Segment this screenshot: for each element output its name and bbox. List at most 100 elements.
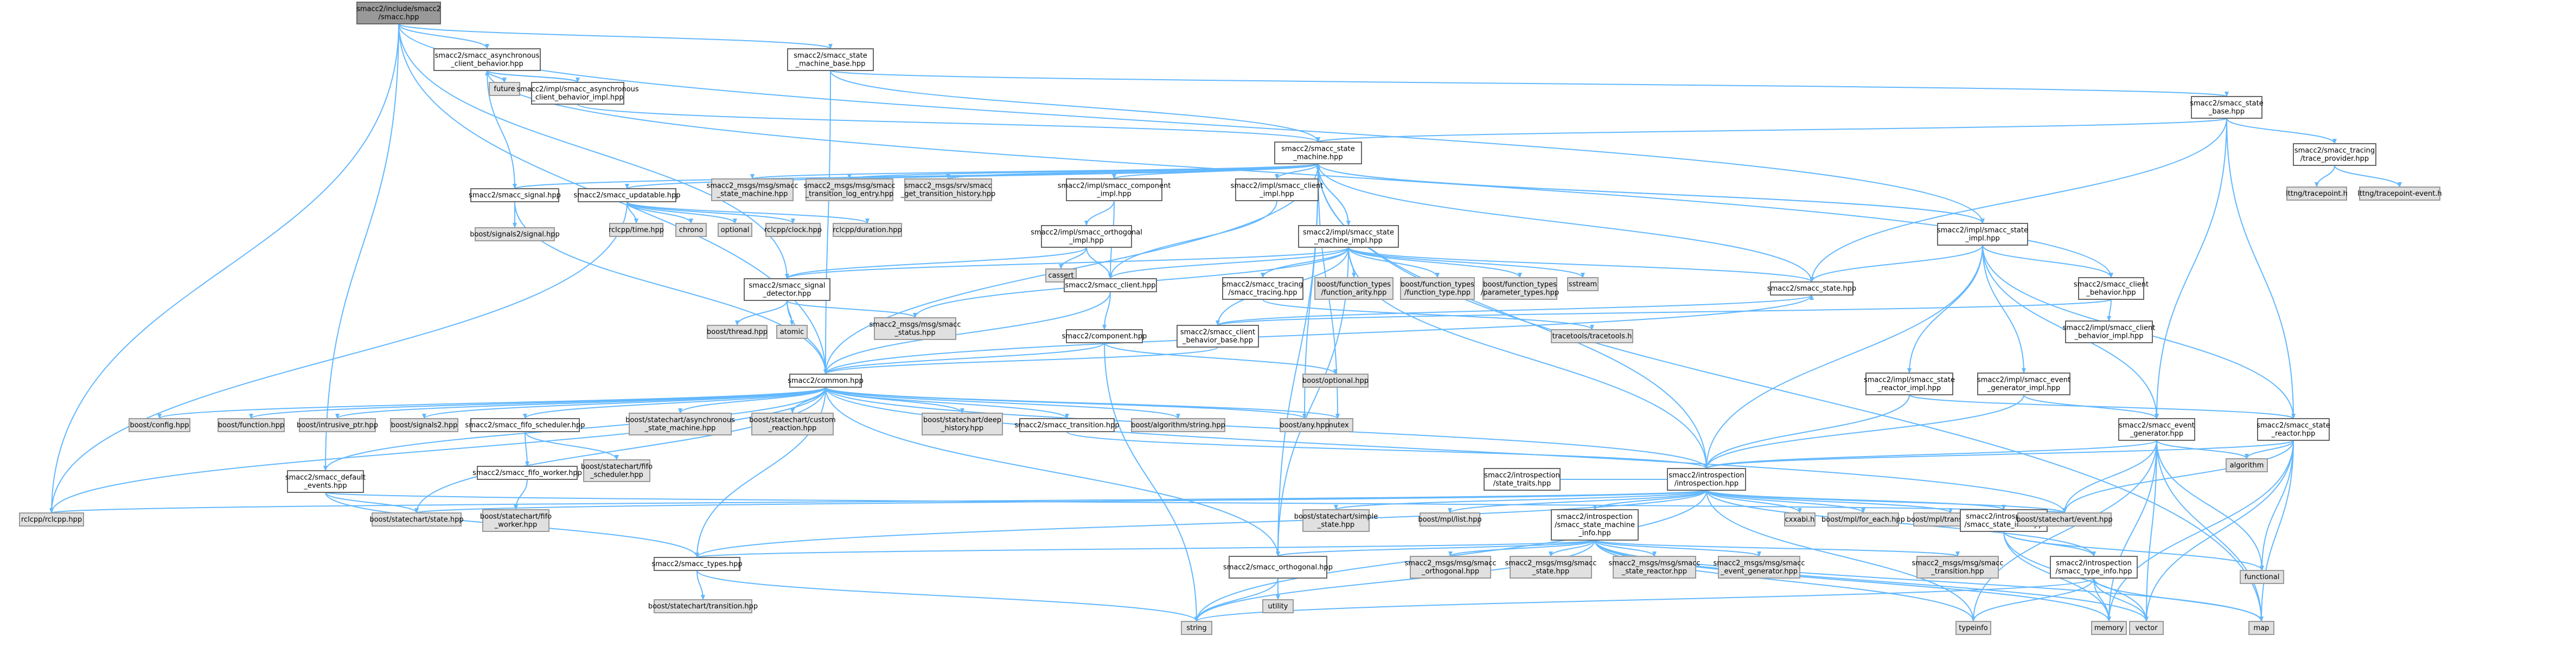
node-introspection[interactable]: smacc2/introspection/introspection.hpp [1667,468,1746,491]
node-label-state_reactor-0: smacc2/smacc_state [2257,422,2330,430]
edge-event_gen-to-typeinfo [1971,440,2157,622]
node-label-tracing-0: smacc2/smacc_tracing [2294,147,2375,155]
edge-common-to-mutex [825,387,1340,419]
node-eg_impl[interactable]: smacc2/impl/smacc_event_generator_impl.h… [1977,373,2070,395]
node-sr_impl[interactable]: smacc2/impl/smacc_state_reactor_impl.hpp [1864,373,1955,395]
node-box-boost_function [218,418,285,432]
node-label-sm_impl-0: smacc2/impl/smacc_state [1303,229,1394,237]
node-tracing[interactable]: smacc2/smacc_tracing/trace_provider.hpp [2293,143,2376,166]
node-label-map-0: map [2254,624,2270,632]
node-sig_detector[interactable]: smacc2/smacc_signal_detector.hpp [744,278,830,301]
node-label-state_base-1: _base.hpp [2208,108,2245,116]
node-msg_sm: smacc2_msgs/msg/smacc_state_machine.hpp [706,178,798,201]
node-state_traits[interactable]: smacc2/introspection/state_traits.hpp [1484,468,1561,491]
edge-common-to-rclcpp [49,387,826,514]
node-box-cxxabi [1784,512,1816,527]
node-label-cb_impl-0: smacc2/impl/smacc_client [2063,324,2156,332]
node-types_hpp[interactable]: smacc2/smacc_types.hpp [651,557,743,571]
node-cb_hpp[interactable]: smacc2/smacc_client_behavior.hpp [2074,277,2149,300]
node-signals2: boost/signals2/signal.hpp [470,227,560,241]
node-label-component_hpp-0: smacc2/component.hpp [1062,332,1147,341]
node-label-introspection-0: smacc2/introspection [1669,472,1744,480]
node-label-state_traits-0: smacc2/introspection [1484,472,1559,480]
node-updatable[interactable]: smacc2/smacc_updatable.hpp [573,188,681,202]
node-label-cb_hpp-1: _behavior.hpp [2086,289,2136,297]
edge-cb_hpp-to-cb_base [1216,299,2112,326]
node-box-sc_custom [751,413,834,435]
node-label-async_cb_impl-0: smacc2/impl/smacc_asynchronous [516,86,639,94]
node-root[interactable]: smacc2/include/smacc2/smacc.hpp [356,2,441,24]
node-label-eg_impl-0: smacc2/impl/smacc_event [1977,376,2070,384]
node-fifo_worker[interactable]: smacc2/smacc_fifo_worker.hpp [472,466,582,480]
node-common[interactable]: smacc2/common.hpp [788,374,864,388]
node-sm_info[interactable]: smacc2/introspection/smacc_state_machine… [1551,509,1639,541]
edge-root-to-default_events [323,23,399,471]
node-state_reactor[interactable]: smacc2/smacc_state_reactor.hpp [2257,418,2330,441]
edge-updatable-to-chrono [627,201,693,224]
node-label-signals2-0: boost/signals2/signal.hpp [470,230,560,239]
node-state_hpp[interactable]: smacc2/smacc_state.hpp [1767,281,1856,296]
edge-root-to-sig_detector [398,23,789,279]
node-sm_impl[interactable]: smacc2/impl/smacc_state_machine_impl.hpp [1298,225,1399,248]
node-label-sr_impl-0: smacc2/impl/smacc_state [1864,376,1955,384]
node-srv_gth: smacc2_msgs/srv/smacc_get_transition_his… [900,178,995,201]
node-label-default_events-1: _events.hpp [303,482,347,490]
edge-sm_impl-to-sstream [1348,247,1585,278]
node-client_hpp[interactable]: smacc2/smacc_client.hpp [1064,278,1157,292]
edge-state_base-to-tracing [2226,118,2337,144]
node-label-sc_state-0: boost/statechart/state.hpp [369,516,463,524]
node-label-msg_state-0: smacc2_msgs/msg/smacc [1505,560,1596,568]
node-orth_impl[interactable]: smacc2/impl/smacc_orthogonal_impl.hpp [1031,225,1142,248]
node-box-tracetools [1551,329,1633,343]
edge-common-to-boost_function [249,387,826,419]
node-label-fifo_sched-0: smacc2/smacc_fifo_scheduler.hpp [465,421,585,429]
edge-types_hpp-to-string [696,570,1199,622]
node-box-alg_string [1131,418,1225,432]
node-comp_impl[interactable]: smacc2/impl/smacc_component_impl.hpp [1058,178,1171,201]
node-label-boost_signals2-0: boost/signals2.hpp [391,421,458,429]
node-state_base[interactable]: smacc2/smacc_state_base.hpp [2190,96,2264,119]
node-label-cb_base-0: smacc2/smacc_client [1180,329,1255,337]
node-orthogonal_hpp[interactable]: smacc2/smacc_orthogonal.hpp [1223,556,1333,579]
node-label-state_hpp-0: smacc2/smacc_state.hpp [1767,285,1856,293]
edge-sm_base-to-common [823,70,831,375]
edge-transition_hpp-to-introspection [1066,431,1709,469]
node-label-sc_simple-0: boost/statechart/simple [1294,513,1378,521]
edge-event_gen-to-vector [2144,440,2157,622]
edge-state_machine-to-orthogonal_hpp [1276,163,1319,557]
node-state_impl[interactable]: smacc2/impl/smacc_state_impl.hpp [1937,223,2028,246]
edge-type_info-to-memory [2093,578,2111,622]
edge-sig_detector-to-msg_status [787,300,917,318]
node-sc_async: boost/statechart/asynchronous_state_mach… [625,413,735,435]
node-event_gen[interactable]: smacc2/smacc_event_generator.hpp [2118,418,2195,441]
node-type_info[interactable]: smacc2/introspection/smacc_type_info.hpp [2050,556,2138,579]
edge-state_machine-to-msg_sm [750,163,1319,179]
node-sm_base[interactable]: smacc2/smacc_state_machine_base.hpp [787,48,874,71]
node-label-tracing-1: /trace_provider.hpp [2300,155,2369,163]
node-state_machine[interactable]: smacc2/smacc_state_machine.hpp [1274,142,1362,164]
node-async_cb_impl[interactable]: smacc2/impl/smacc_asynchronous_client_be… [516,82,639,105]
node-box-orth_impl [1041,225,1132,248]
node-signal[interactable]: smacc2/smacc_signal.hpp [469,188,561,202]
node-async_cb[interactable]: smacc2/smacc_asynchronous_client_behavio… [433,48,541,71]
node-label-lttng_tpe-0: lttng/tracepoint-event.h [2357,190,2441,198]
node-label-msg_trans-0: smacc2_msgs/msg/smacc [1912,560,2003,568]
node-box-tracing [2293,143,2376,166]
node-default_events[interactable]: smacc2/smacc_default_events.hpp [285,470,366,493]
node-box-state_base [2191,96,2262,119]
node-fifo_sched[interactable]: smacc2/smacc_fifo_scheduler.hpp [465,418,585,432]
edge-state_impl-to-introspection [1704,245,1983,469]
node-vector: vector [2129,621,2164,635]
node-label-msg_tle-0: smacc2_msgs/msg/smacc [803,182,895,190]
node-label-state_traits-1: /state_traits.hpp [1493,480,1551,488]
node-tracing_hpp[interactable]: smacc2/smacc_tracing/smacc_tracing.hpp [1222,277,1303,300]
edge-state_reactor-to-sc_event [2062,440,2294,514]
node-cb_impl[interactable]: smacc2/impl/smacc_client_behavior_impl.h… [2063,320,2156,343]
node-label-bf_param-1: /parameter_types.hpp [1481,289,1559,297]
node-client_impl[interactable]: smacc2/impl/smacc_client_impl.hpp [1231,178,1324,201]
node-cb_base[interactable]: smacc2/smacc_client_behavior_base.hpp [1177,325,1259,348]
node-transition_hpp[interactable]: smacc2/smacc_transition.hpp [1014,418,1120,432]
node-label-sig_detector-1: _detector.hpp [762,290,811,298]
node-component_hpp[interactable]: smacc2/component.hpp [1062,329,1147,343]
node-mpl_foreach: boost/mpl/for_each.hpp [1821,512,1905,527]
